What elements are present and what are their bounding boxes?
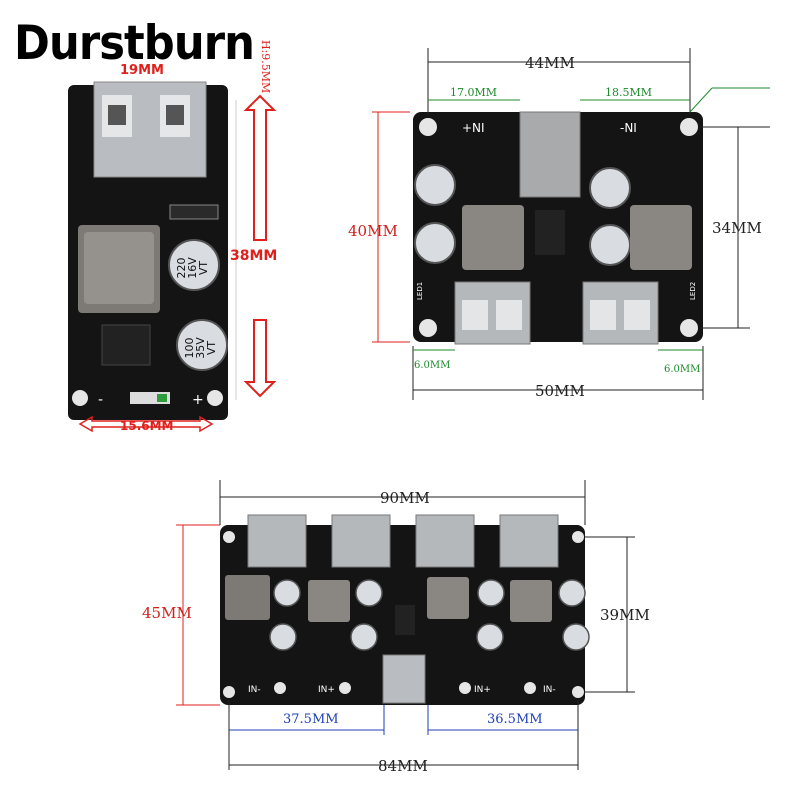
quad-in-minus-left: IN- <box>248 685 261 695</box>
dual-right-offset-label: 18.5MM <box>605 86 652 99</box>
single-board: - + 38MM 19MM H:9.5MM 15.6MM <box>68 40 277 433</box>
dual-board: +NI -NI LED1 LED2 44MM 17.0MM 18.5MM 40M… <box>348 48 770 400</box>
single-cap1-line-2: VT <box>197 261 210 276</box>
quad-left-span-label: 37.5MM <box>283 712 339 727</box>
quad-in-minus-right: IN- <box>543 685 556 695</box>
quad-width-label: 90MM <box>380 489 430 507</box>
single-cap2-line-0: 100 <box>183 338 196 359</box>
dual-led1: LED1 <box>416 282 424 300</box>
single-usb-height-label: H:9.5MM <box>259 40 272 93</box>
dual-hole-span-label: 34MM <box>712 219 762 237</box>
quad-hole-span-label: 39MM <box>600 606 650 624</box>
quad-board: IN- IN+ IN+ IN- 90MM 45MM 39MM 37.5MM 36… <box>142 480 650 775</box>
single-width-label: 15.6MM <box>120 419 174 433</box>
dual-bottom-left-label: 6.0MM <box>414 360 450 371</box>
dual-left-offset-label: 17.0MM <box>450 86 497 99</box>
quad-right-span-label: 36.5MM <box>487 712 543 727</box>
quad-in-plus-left: IN+ <box>318 685 335 695</box>
dual-in-left: +NI <box>462 121 485 135</box>
single-cap1-line-1: 16V <box>186 257 199 279</box>
single-top-label: 19MM <box>120 63 164 78</box>
single-height-label: 38MM <box>230 248 277 264</box>
dual-height-label: 40MM <box>348 222 398 240</box>
single-cap2-line-1: 35V <box>194 337 207 359</box>
dual-in-right: -NI <box>620 121 637 135</box>
dual-bottom-right-label: 6.0MM <box>664 364 700 375</box>
quad-height-label: 45MM <box>142 604 192 622</box>
single-cap2-line-2: VT <box>205 341 218 356</box>
dual-width-label: 44MM <box>525 54 575 72</box>
brand-watermark: Durstburn <box>14 16 255 71</box>
quad-hole-width-label: 84MM <box>378 757 428 775</box>
single-plus-label: + <box>192 392 204 408</box>
dual-overall-width-label: 50MM <box>535 382 585 400</box>
single-minus-label: - <box>98 392 103 408</box>
single-cap1-line-0: 220 <box>175 258 188 279</box>
quad-in-plus-right: IN+ <box>474 685 491 695</box>
dual-led2: LED2 <box>689 282 697 300</box>
